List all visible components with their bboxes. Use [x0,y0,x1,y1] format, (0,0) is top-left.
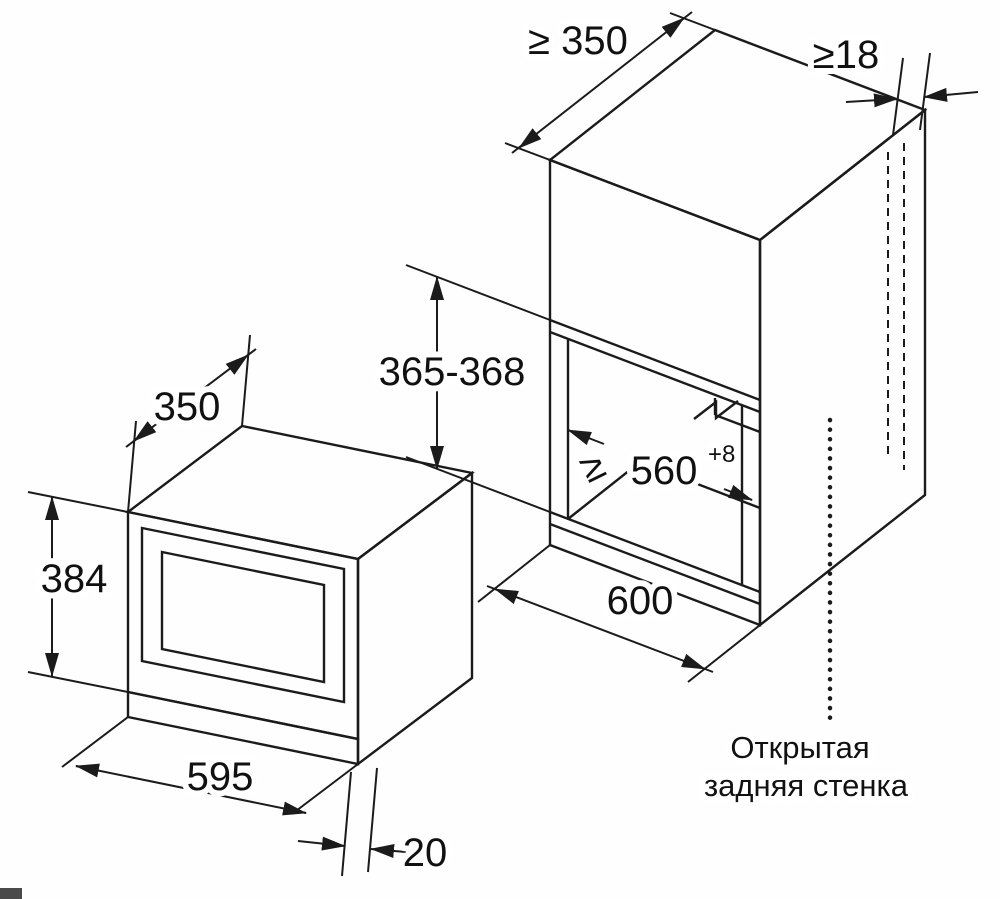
dimension-niche-width [567,429,753,501]
niche-back-notch [693,399,739,421]
microwave-door-window [160,550,326,684]
appliance-height-label: 384 [41,557,108,601]
open-back-note-line1: Открытая [730,730,869,765]
arrowhead [681,653,706,670]
arrowhead [225,354,249,375]
dimension-cabinet-width [477,544,761,683]
niche-width-tolerance-label: +8 [708,441,735,468]
microwave-plinth [126,690,360,766]
cabinet-side-face [758,107,927,628]
arrowhead [370,843,407,858]
arrowhead [282,801,307,816]
arrowhead [133,421,157,442]
hidden-wall-edges [887,143,905,470]
arrowhead [923,87,979,102]
arrowhead [297,836,346,851]
microwave-top-face [125,424,475,561]
dimension-panel-thickness [845,52,979,136]
cabinet-drawing [547,28,928,628]
niche-interior-edges [567,398,761,520]
extension-lines [341,767,378,877]
niche-floor-edges [549,510,761,606]
dimension-appliance-frame [297,767,407,877]
arrowhead [567,429,592,446]
appliance-depth-label: 350 [154,385,221,429]
arrowhead [845,93,898,108]
arrowhead [728,484,753,501]
niche-height-label: 365-368 [379,350,526,394]
extension-lines [504,12,716,161]
panel-thickness-label: ≥18 [813,33,879,77]
dimension-line [75,765,307,814]
dimension-appliance-height [27,491,129,693]
arrowhead [75,763,100,778]
upper-panel-edges [549,318,761,414]
cabinet-front-face [548,158,762,627]
microwave-drawing [125,424,475,767]
cabinet-width-label: 600 [607,579,674,623]
appliance-width-label: 595 [187,755,254,799]
niche-width-sign-label: ≥ [573,442,612,491]
open-back-note-line2: задняя стенка [704,768,909,803]
dimension-niche-height [405,264,551,513]
dimension-appliance-width [61,716,359,816]
arrowhead [494,588,519,605]
extension-lines [477,544,761,683]
microwave-door [140,526,346,704]
arrowhead [661,17,685,38]
dimension-line [486,585,714,673]
arrowhead [518,128,542,149]
microwave-side-face [356,470,474,767]
dimension-cabinet-top-depth [504,11,716,161]
appliance-frame-label: 20 [403,831,448,875]
extension-lines [27,491,129,693]
dimension-appliance-depth [125,334,257,513]
scan-artifact [0,888,22,899]
niche-width-label: 560 [631,449,698,493]
cabinet-top-depth-label: ≥ 350 [528,19,628,63]
